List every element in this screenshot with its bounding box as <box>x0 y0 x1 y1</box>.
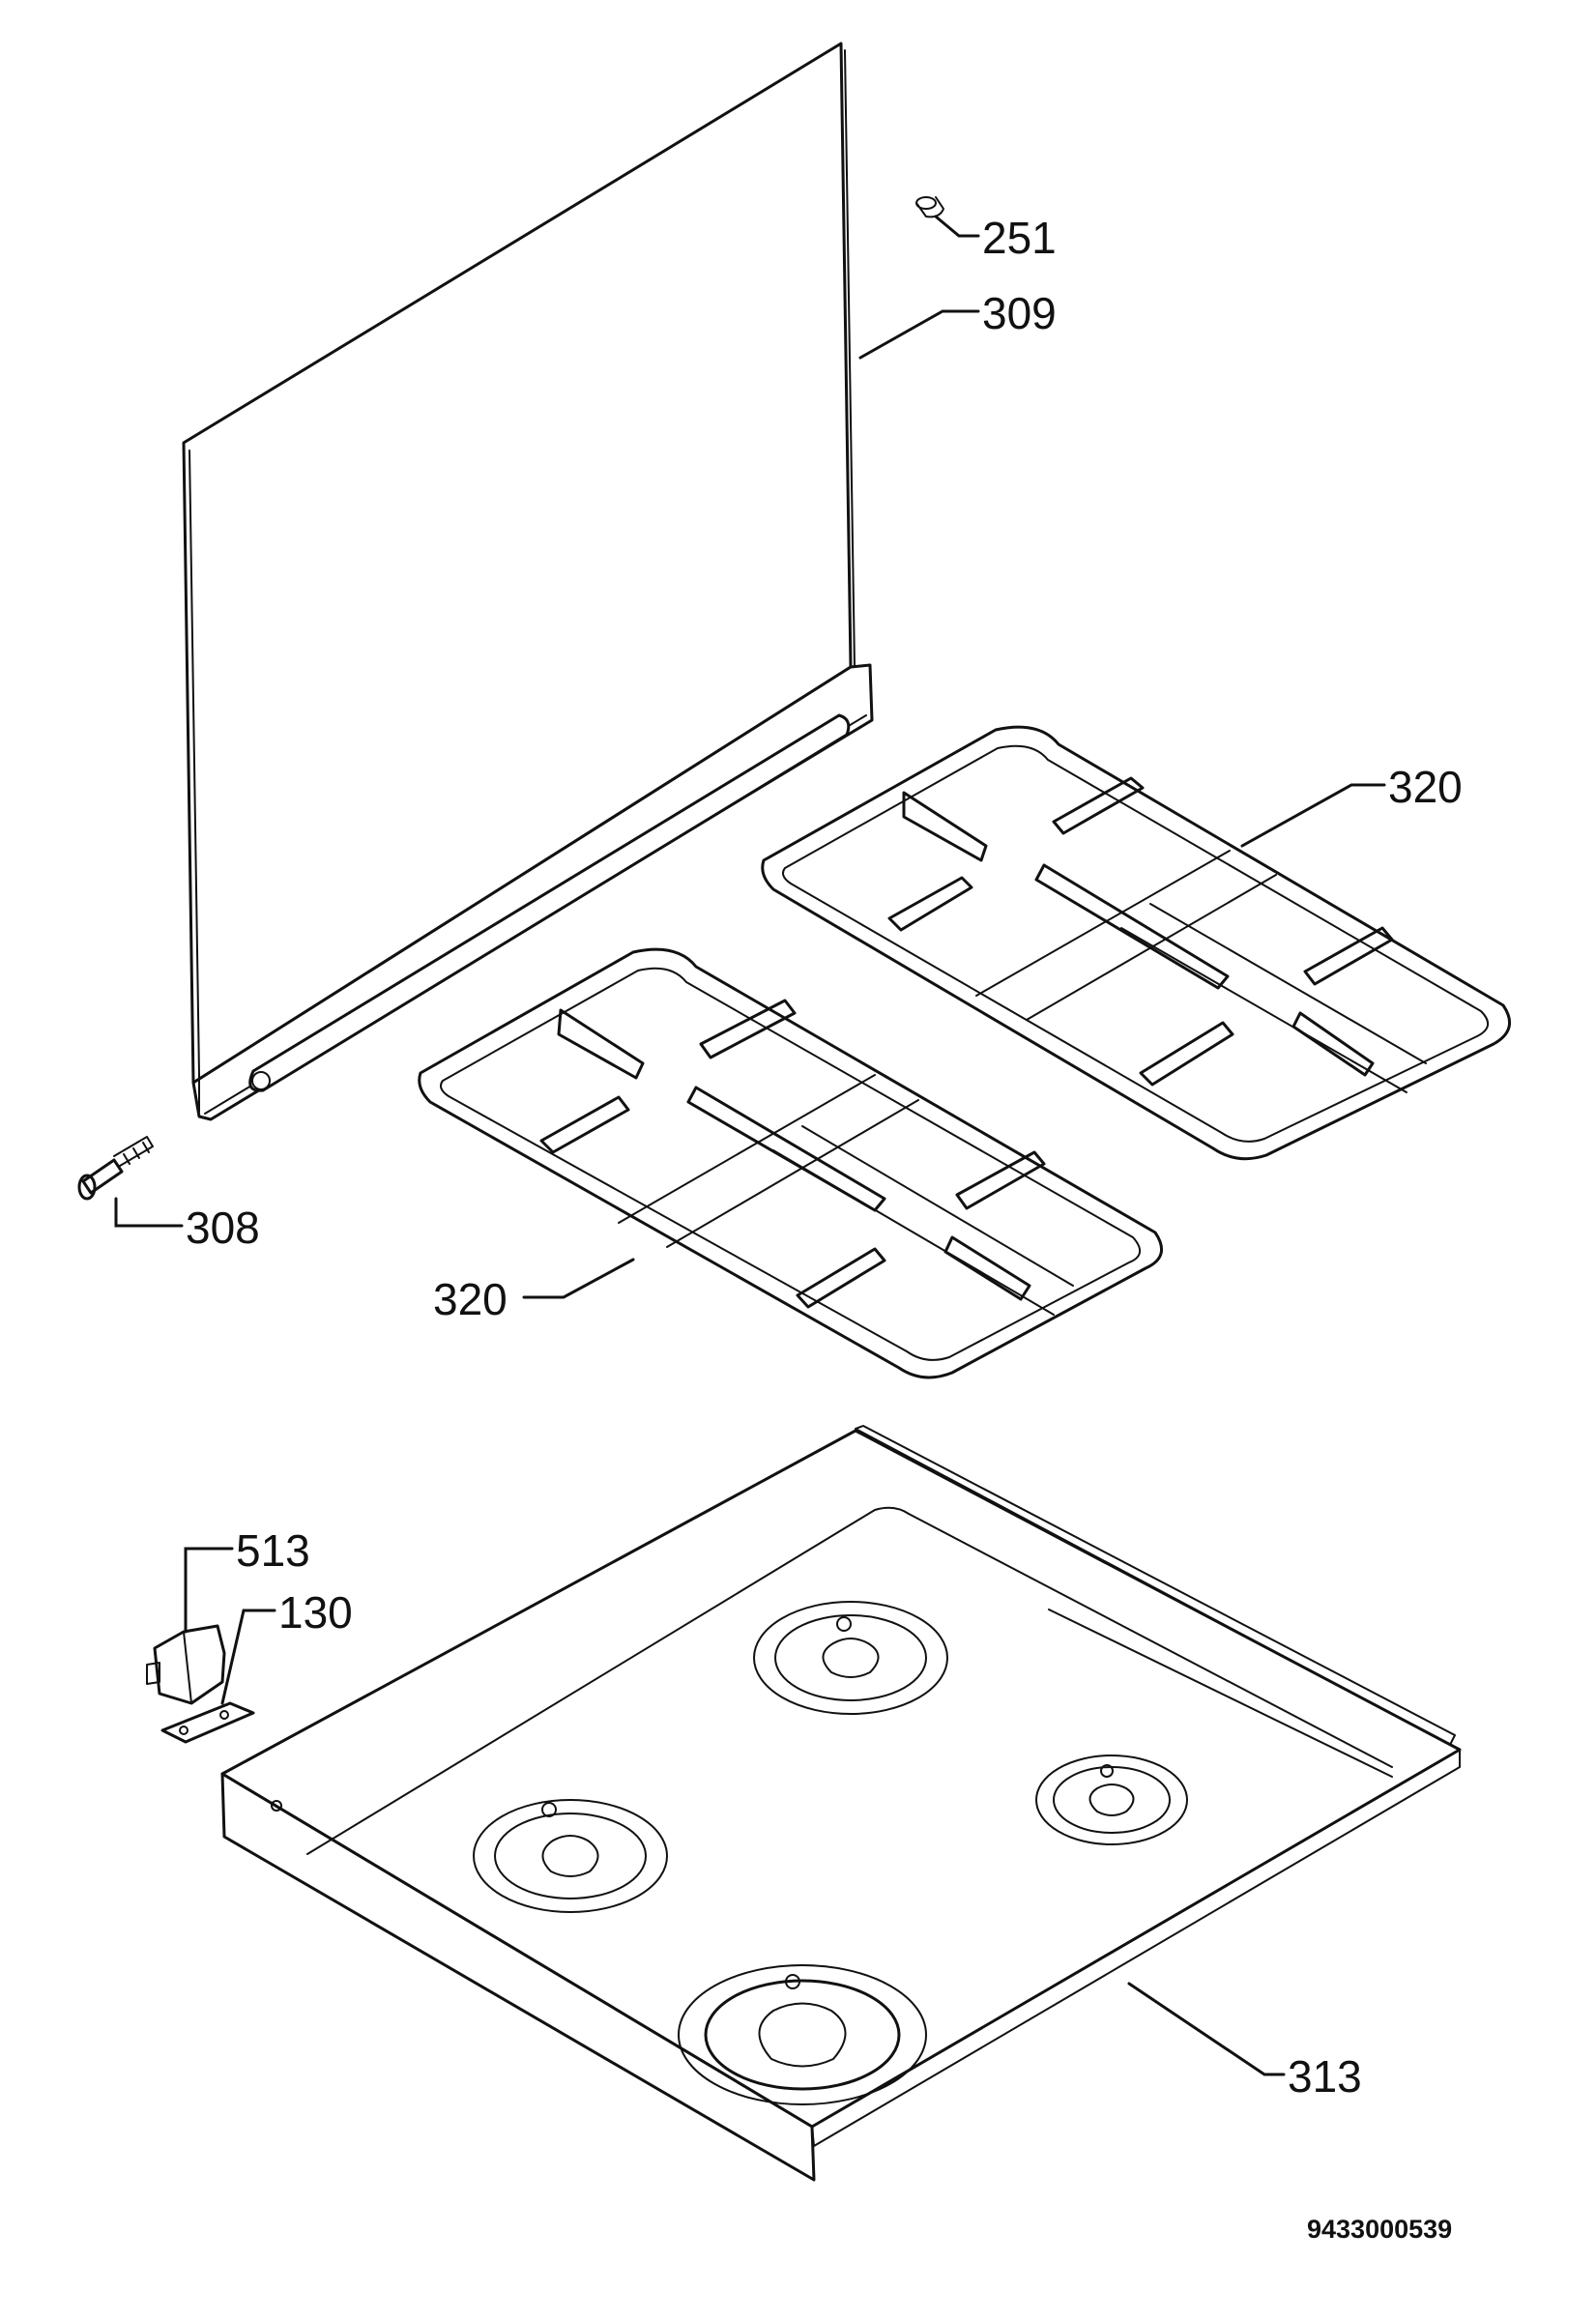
leader-308 <box>114 1197 184 1228</box>
pan-support-upper-part <box>761 725 1512 1161</box>
leader-320-upper <box>1240 783 1386 848</box>
callout-513: 513 <box>236 1525 310 1576</box>
glass-lid-part <box>182 42 874 1121</box>
document-number: 9433000539 <box>1307 2215 1452 2244</box>
burner-front-large <box>678 1964 927 2105</box>
leader-130 <box>220 1609 276 1705</box>
burner-front-left <box>473 1799 668 1913</box>
cap-part <box>915 196 944 218</box>
leader-251 <box>934 215 980 238</box>
callout-251: 251 <box>982 213 1057 263</box>
lid-hinge-part <box>77 1136 154 1201</box>
leader-513 <box>184 1547 234 1634</box>
burner-rear-right <box>1035 1754 1188 1845</box>
callout-309: 309 <box>982 288 1057 338</box>
leader-lines <box>114 215 1386 2076</box>
leader-320-lower <box>522 1258 635 1299</box>
callout-320-upper: 320 <box>1388 762 1463 812</box>
callout-labels: 251 309 320 308 320 513 130 313 <box>186 213 1463 2102</box>
callout-320-lower: 320 <box>433 1274 508 1324</box>
burner-rear-left <box>753 1601 948 1715</box>
leader-309 <box>858 309 980 360</box>
knob-holder-part <box>146 1624 226 1705</box>
leader-313 <box>1127 1982 1286 2076</box>
pan-support-lower-part <box>418 947 1164 1379</box>
hob-top-part <box>220 1425 1462 2182</box>
holder-plate-part <box>160 1701 255 1744</box>
callout-130: 130 <box>278 1587 353 1638</box>
callout-313: 313 <box>1288 2051 1362 2102</box>
callout-308: 308 <box>186 1203 260 1253</box>
